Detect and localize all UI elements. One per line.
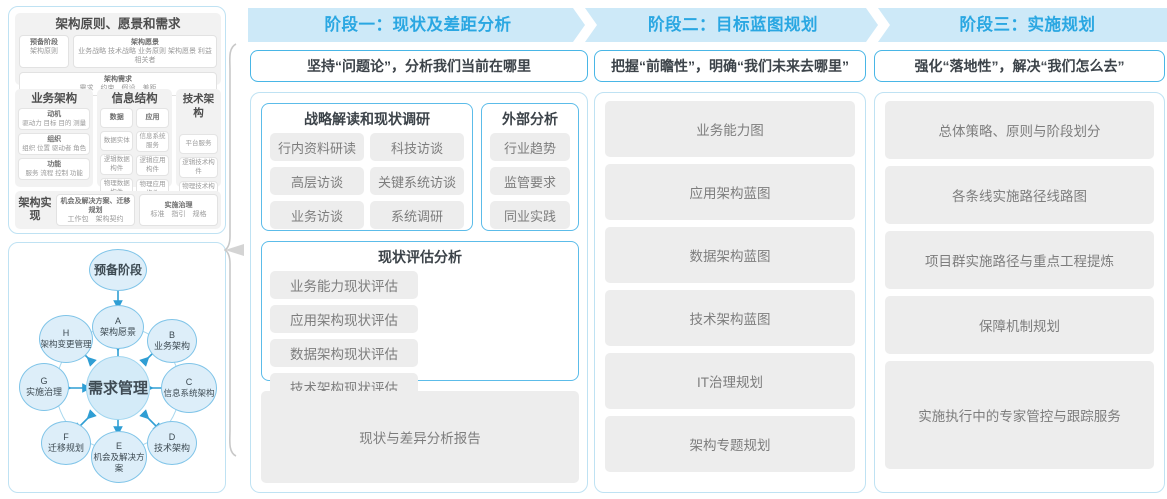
architecture-vision-sub: 业务战略 技术战略 业务原则 架构愿景 利益相关者	[78, 48, 212, 64]
phase-2-item[interactable]: IT治理规划	[605, 353, 855, 409]
phase-2-item-stack: 业务能力图 应用架构蓝图 数据架构蓝图 技术架构蓝图 IT治理规划 架构专题规划	[605, 101, 855, 472]
phase-2-title: 阶段二：目标蓝图规划	[648, 16, 818, 34]
prep-phase-sub: 架构原则	[30, 48, 58, 55]
prep-phase-title: 预备阶段	[30, 39, 58, 46]
external-analysis-card: 外部分析 行业趋势 监管要求 同业实践	[481, 103, 579, 231]
phase-3-title: 阶段三：实施规划	[959, 16, 1096, 34]
data-subcolumn: 数据 数据实体 逻辑数据构件 物理数据构件	[100, 108, 134, 203]
architecture-domain-columns: 业务架构 动机 驱动力 目标 目的 测量 组织 组织 位置 驱动者 角色 功能 …	[15, 89, 221, 202]
function-item: 功能 服务 流程 控制 功能	[18, 158, 91, 180]
cycle-node-c: C 信息系统架构	[161, 363, 217, 413]
adm-cycle: 预备阶段 A 架构愿景 B 业务架构 C 信息系统架构 D 技术架构	[9, 243, 227, 494]
current-state-assessment-card: 现状评估分析 业务能力现状评估 应用架构现状评估 数据架构现状评估 技术架构现状…	[261, 241, 579, 435]
gap-analysis-report-chip[interactable]: 现状与差异分析报告	[261, 391, 579, 483]
strategy-research-card: 战略解读和现状调研 行内资料研读 科技访谈 高层访谈 关键系统访谈 业务访谈 系…	[261, 103, 473, 231]
chip[interactable]: 高层访谈	[270, 167, 364, 195]
cycle-node-f: F 迁移规划	[41, 421, 91, 465]
togaf-content-framework-panel: 架构原则、愿景和需求 预备阶段 架构原则 架构愿景 业务战略 技术战略 业务原则…	[8, 6, 226, 234]
external-chip-grid: 行业趋势 监管要求 同业实践	[482, 133, 578, 229]
phases-area: 阶段一：现状及差距分析 阶段二：目标蓝图规划 阶段三：实施规划 坚持“问题论”，…	[248, 0, 1167, 499]
architecture-realization-section: 架构实现 机会及解决方案、迁移规划 工作包 架构契约 实施治理 标准 指引 规格	[15, 191, 221, 229]
chip[interactable]: 业务访谈	[270, 201, 364, 229]
organization-item: 组织 组织 位置 驱动者 角色	[18, 133, 91, 155]
phase-2-column: 业务能力图 应用架构蓝图 数据架构蓝图 技术架构蓝图 IT治理规划 架构专题规划	[594, 92, 866, 493]
card-header: 外部分析	[502, 111, 558, 127]
phase-2-subtitle: 把握“前瞻性”，明确“我们未来去哪里”	[594, 50, 866, 82]
left-column: 架构原则、愿景和需求 预备阶段 架构原则 架构愿景 业务战略 技术战略 业务原则…	[8, 6, 226, 493]
phase-1-title: 阶段一：现状及差距分析	[324, 16, 512, 34]
chip[interactable]: 同业实践	[490, 201, 570, 229]
technology-architecture-column: 技术架构 平台服务 逻辑技术构件 物理技术构件	[175, 89, 221, 202]
cycle-node-h: H 架构变更管理	[39, 315, 93, 363]
chip[interactable]: 科技访谈	[370, 133, 464, 161]
phase-3-item[interactable]: 总体策略、原则与阶段划分	[885, 101, 1154, 159]
column-header: 技术架构	[182, 93, 215, 119]
impl-label: 架构实现	[18, 197, 52, 222]
cycle-node-e: E 机会及解决方案	[91, 431, 147, 483]
cycle-node-prep: 预备阶段	[89, 249, 147, 291]
phase-2-item[interactable]: 数据架构蓝图	[605, 227, 855, 283]
chip[interactable]: 关键系统访谈	[370, 167, 464, 195]
phase-3-item[interactable]: 保障机制规划	[885, 296, 1154, 354]
application-subcolumn: 应用 信息系统服务 逻辑应用构件 物理应用构件	[136, 108, 169, 203]
cycle-node-a: A 架构愿景	[92, 305, 144, 349]
adm-cycle-panel: 预备阶段 A 架构愿景 B 业务架构 C 信息系统架构 D 技术架构	[8, 242, 226, 493]
implementation-governance-cell: 实施治理 标准 指引 规格	[139, 194, 218, 226]
architecture-principles-section: 架构原则、愿景和需求 预备阶段 架构原则 架构愿景 业务战略 技术战略 业务原则…	[15, 13, 221, 96]
chip[interactable]: 数据架构现状评估	[270, 339, 418, 367]
bracket-connector	[224, 43, 244, 457]
column-header: 业务架构	[31, 93, 78, 105]
strategy-chip-grid: 行内资料研读 科技访谈 高层访谈 关键系统访谈 业务访谈 系统调研	[262, 133, 472, 229]
chip[interactable]: 系统调研	[370, 201, 464, 229]
chip[interactable]: 行内资料研读	[270, 133, 364, 161]
phase-2-item[interactable]: 业务能力图	[605, 101, 855, 157]
phase-2-item[interactable]: 技术架构蓝图	[605, 290, 855, 346]
architecture-vision-title: 架构愿景	[131, 39, 159, 46]
phase-1-subtitle: 坚持“问题论”，分析我们当前在哪里	[250, 50, 588, 82]
chip[interactable]: 监管要求	[490, 167, 570, 195]
chip[interactable]: 业务能力现状评估	[270, 271, 418, 299]
cycle-node-g: G 实施治理	[19, 363, 69, 411]
phase-ribbon: 阶段一：现状及差距分析 阶段二：目标蓝图规划 阶段三：实施规划	[248, 8, 1167, 42]
phase-2-item[interactable]: 架构专题规划	[605, 416, 855, 472]
business-architecture-column: 业务架构 动机 驱动力 目标 目的 测量 组织 组织 位置 驱动者 角色 功能 …	[15, 89, 94, 187]
column-header: 信息结构	[111, 93, 158, 105]
cycle-node-b: B 业务架构	[147, 319, 197, 363]
opportunities-migration-cell: 机会及解决方案、迁移规划 工作包 架构契约	[56, 194, 135, 226]
chip[interactable]: 行业趋势	[490, 133, 570, 161]
architecture-requirements-sub: 需求 约束 假设 差距	[22, 84, 214, 93]
phase-3-subtitle: 强化“落地性”，解决“我们怎么去”	[874, 50, 1165, 82]
architecture-requirements-title: 架构需求	[104, 76, 132, 83]
phase-3-item-stack: 总体策略、原则与阶段划分 各条线实施路径线路图 项目群实施路径与重点工程提炼 保…	[885, 101, 1154, 469]
phase-3-item[interactable]: 项目群实施路径与重点工程提炼	[885, 231, 1154, 289]
phase-3-column: 总体策略、原则与阶段划分 各条线实施路径线路图 项目群实施路径与重点工程提炼 保…	[874, 92, 1165, 493]
architecture-vision-cell: 架构愿景 业务战略 技术战略 业务原则 架构愿景 利益相关者	[73, 35, 217, 68]
cycle-node-d: D 技术架构	[147, 421, 197, 465]
section-title: 架构原则、愿景和需求	[55, 17, 181, 31]
chip[interactable]: 应用架构现状评估	[270, 305, 418, 333]
card-header: 战略解读和现状调研	[304, 111, 430, 127]
phase-1-column: 战略解读和现状调研 行内资料研读 科技访谈 高层访谈 关键系统访谈 业务访谈 系…	[250, 92, 588, 493]
phase-3-item[interactable]: 各条线实施路径线路图	[885, 166, 1154, 224]
phase-2-item[interactable]: 应用架构蓝图	[605, 164, 855, 220]
cycle-node-center: 需求管理	[86, 356, 150, 420]
ribbon-band	[248, 8, 1167, 42]
prep-phase-cell: 预备阶段 架构原则	[19, 35, 69, 68]
information-structure-column: 信息结构 数据 数据实体 逻辑数据构件 物理数据构件 应用 信息系统服务 逻辑应…	[97, 89, 172, 200]
phase-3-item[interactable]: 实施执行中的专家管控与跟踪服务	[885, 361, 1154, 469]
card-header: 现状评估分析	[378, 249, 462, 265]
motivation-item: 动机 驱动力 目标 目的 测量	[18, 108, 91, 130]
